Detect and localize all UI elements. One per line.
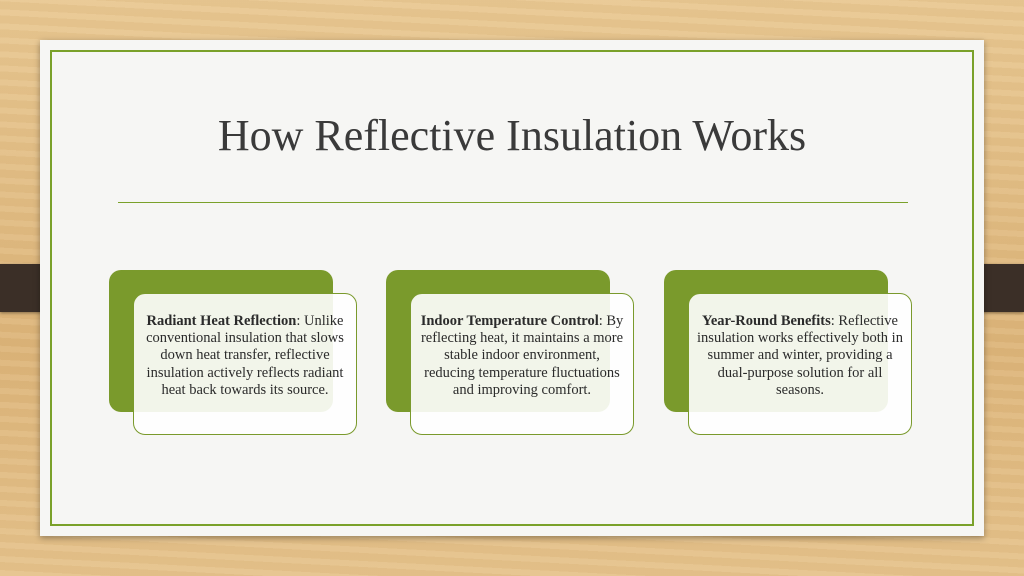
card-heading: Radiant Heat Reflection bbox=[146, 313, 297, 329]
card-body: : By reflecting heat, it maintains a mor… bbox=[420, 313, 624, 398]
card-text-box: Indoor Temperature Control: By reflectin… bbox=[410, 293, 634, 435]
card-body: : Reflective insulation works effectivel… bbox=[697, 313, 903, 398]
card-heading: Indoor Temperature Control bbox=[420, 313, 599, 329]
card-body: : Unlike conventional insulation that sl… bbox=[146, 313, 344, 398]
slide-title: How Reflective Insulation Works bbox=[217, 111, 807, 160]
card-year-round-benefits: Year-Round Benefits: Reflective insulati… bbox=[664, 270, 916, 440]
card-indoor-temperature-control: Indoor Temperature Control: By reflectin… bbox=[386, 270, 638, 440]
card-text-box: Year-Round Benefits: Reflective insulati… bbox=[688, 293, 912, 435]
title-divider bbox=[118, 202, 908, 203]
card-radiant-heat-reflection: Radiant Heat Reflection: Unlike conventi… bbox=[109, 270, 361, 440]
card-text-box: Radiant Heat Reflection: Unlike conventi… bbox=[133, 293, 357, 435]
slide-frame bbox=[50, 50, 974, 526]
card-heading: Year-Round Benefits bbox=[702, 313, 831, 329]
slide: How Reflective Insulation Works Radiant … bbox=[40, 40, 984, 536]
